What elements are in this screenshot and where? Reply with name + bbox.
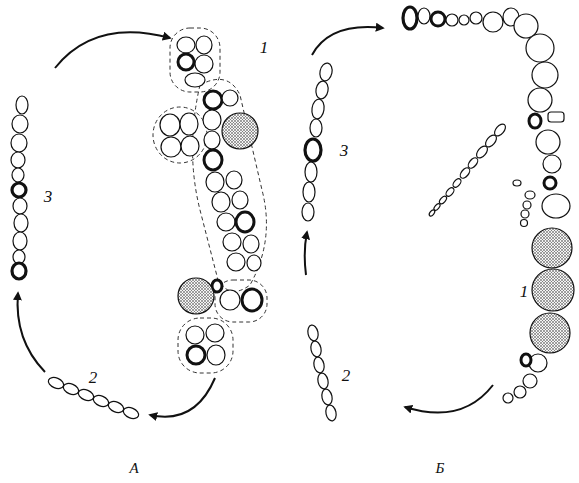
callout-number: 1 bbox=[260, 39, 269, 56]
callout-number: 2 bbox=[342, 367, 351, 384]
callout-number: 2 bbox=[89, 369, 98, 386]
panel-letter: Б bbox=[436, 461, 445, 476]
cycle-arrows bbox=[18, 27, 493, 417]
callout-number: 3 bbox=[44, 188, 53, 205]
callout-number: 1 bbox=[520, 283, 529, 300]
cells bbox=[11, 7, 574, 422]
callout-number: 3 bbox=[340, 142, 349, 159]
panel-letter: А bbox=[129, 461, 138, 476]
